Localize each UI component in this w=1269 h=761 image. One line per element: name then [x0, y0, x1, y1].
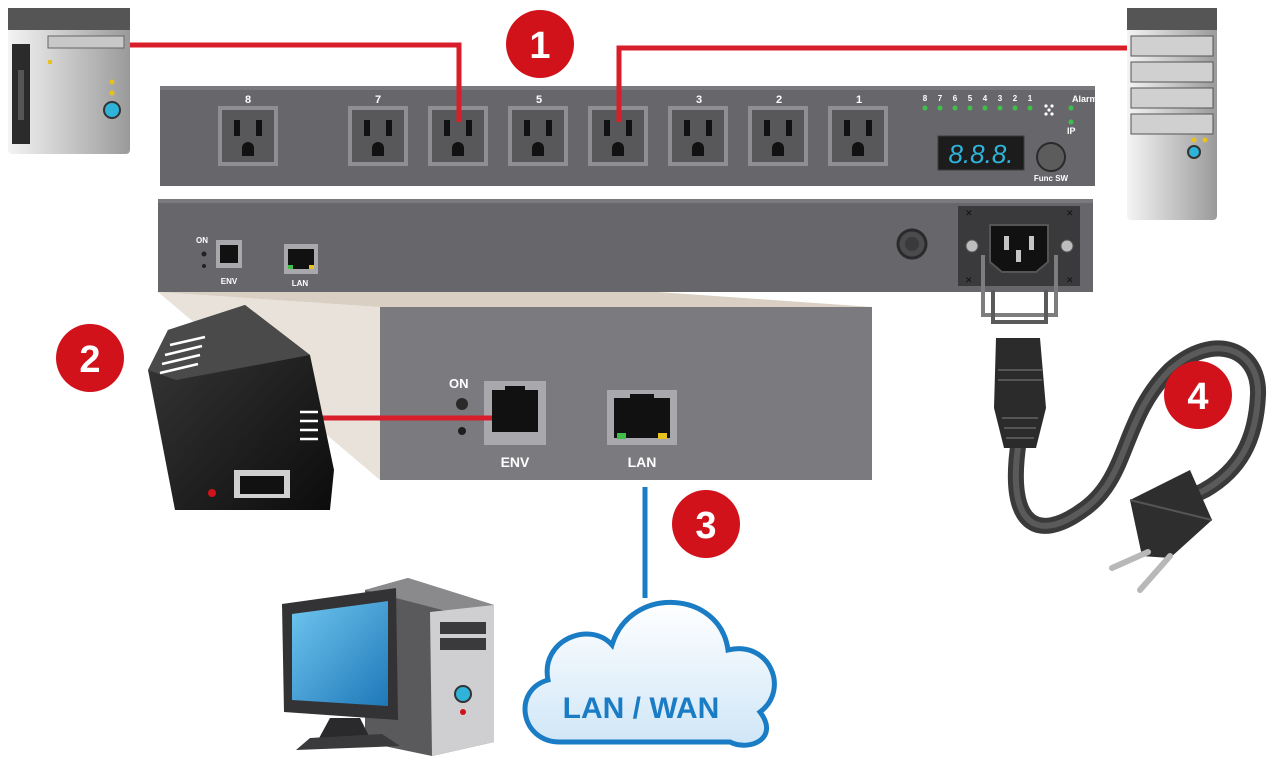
outlet-number-5: 5 — [536, 94, 542, 106]
zoom-env-port[interactable] — [484, 381, 546, 445]
rear-lan-label: LAN — [292, 279, 309, 288]
right-server-tower — [1127, 8, 1217, 220]
network-cloud: LAN / WAN — [522, 599, 777, 748]
alarm-led — [1068, 105, 1074, 111]
cloud-label: LAN / WAN — [563, 692, 720, 725]
led-dot — [937, 105, 943, 111]
rear-env-label: ENV — [221, 277, 238, 286]
zoom-lan-port[interactable] — [607, 390, 677, 445]
led-dot — [982, 105, 988, 111]
func-switch-label: Func SW — [1034, 174, 1069, 183]
zoom-on-led — [456, 398, 468, 410]
power-outlet[interactable] — [748, 106, 808, 166]
buzzer-icon — [1044, 104, 1054, 116]
outlet-number-8: 8 — [245, 94, 251, 106]
outlet-number-7: 7 — [375, 94, 381, 106]
led-dot — [922, 105, 928, 111]
zoom-on-label: ON — [449, 376, 469, 391]
led-label-8: 8 — [923, 94, 928, 103]
led-label-5: 5 — [968, 94, 973, 103]
reset-hole — [202, 264, 206, 268]
ip-led — [1068, 119, 1074, 125]
led-indicator-row: 8 7 6 5 4 3 2 1 — [922, 94, 1098, 136]
svg-text:✕: ✕ — [1066, 208, 1074, 218]
badge-2-label: 2 — [79, 339, 100, 381]
led-dot — [997, 105, 1003, 111]
outlet-number-1: 1 — [856, 94, 862, 106]
power-outlet[interactable] — [348, 106, 408, 166]
ip-label: IP — [1067, 126, 1076, 136]
power-cord — [994, 338, 1267, 593]
wall-plug — [1109, 470, 1213, 593]
led-label-3: 3 — [998, 94, 1003, 103]
power-outlet[interactable] — [218, 106, 278, 166]
outlet-number-2: 2 — [776, 94, 782, 106]
zoomed-rear-panel: ON ENV LAN — [380, 307, 872, 480]
badge-4-label: 4 — [1187, 376, 1208, 418]
zoom-lan-label: LAN — [628, 454, 657, 470]
svg-text:✕: ✕ — [965, 275, 973, 285]
led-label-4: 4 — [983, 94, 988, 103]
led-dot — [1012, 105, 1018, 111]
badge-1: 1 — [506, 10, 574, 78]
func-switch-button[interactable] — [1036, 142, 1066, 172]
left-server-tower — [8, 8, 130, 154]
zoom-projection — [158, 292, 872, 307]
led-dot — [967, 105, 973, 111]
badge-1-label: 1 — [529, 25, 550, 67]
environment-sensor — [148, 305, 334, 510]
server-power-cables — [130, 42, 1127, 122]
outlet-number-3: 3 — [696, 94, 702, 106]
on-led — [201, 251, 207, 257]
svg-text:✕: ✕ — [1066, 275, 1074, 285]
rear-on-label: ON — [196, 236, 208, 245]
svg-text:✕: ✕ — [965, 208, 973, 218]
badge-3-label: 3 — [695, 505, 716, 547]
led-dot — [952, 105, 958, 111]
power-inlet: ✕ ✕ ✕ ✕ — [958, 206, 1080, 286]
badge-2: 2 — [56, 324, 124, 392]
led-label-1: 1 — [1028, 94, 1033, 103]
led-label-2: 2 — [1013, 94, 1018, 103]
desktop-computer — [282, 578, 494, 756]
power-outlet[interactable] — [508, 106, 568, 166]
seven-segment-display — [937, 135, 1025, 171]
power-outlet[interactable] — [588, 106, 648, 166]
power-outlet[interactable] — [828, 106, 888, 166]
zoom-reset-hole — [458, 427, 466, 435]
badge-3: 3 — [672, 490, 740, 558]
pdu-front-panel: 8 7 5 3 2 1 8 7 6 5 4 3 2 1 — [160, 86, 1098, 186]
zoom-env-label: ENV — [501, 454, 530, 470]
display-value: 8.8.8. — [948, 139, 1013, 169]
cord-retainer-clip — [981, 255, 1058, 324]
led-label-6: 6 — [953, 94, 958, 103]
rear-lan-port[interactable] — [284, 244, 318, 274]
outlet-group — [218, 106, 888, 166]
alarm-label: Alarm — [1072, 94, 1098, 104]
pdu-rear-panel: ON ENV LAN ✕ ✕ ✕ ✕ — [158, 199, 1093, 292]
badge-4: 4 — [1164, 361, 1232, 429]
power-outlet[interactable] — [668, 106, 728, 166]
led-dot — [1027, 105, 1033, 111]
led-label-7: 7 — [938, 94, 943, 103]
rear-env-port[interactable] — [216, 240, 242, 268]
